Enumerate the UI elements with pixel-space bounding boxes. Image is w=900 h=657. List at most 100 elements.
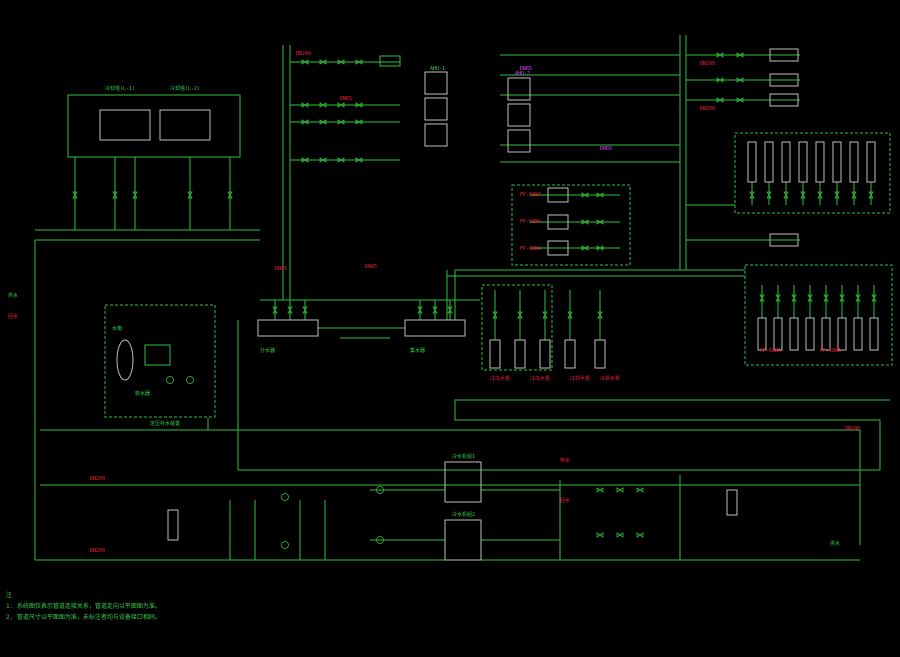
valve-body [851,191,857,199]
label: 冷水机组2 [452,511,475,518]
valve-icon [517,311,523,319]
label: 冷却塔(L-2) [170,85,200,92]
unit-icon [547,214,569,230]
valve-icon [823,294,829,302]
fcu-icon [849,141,859,183]
fcu-icon [769,73,799,87]
valve-icon [319,59,327,65]
label: DN65 [340,96,352,102]
pump-icon-box [564,339,576,369]
valve-body [302,306,308,314]
valve-icon [272,306,278,314]
valve-icon [337,102,345,108]
valve-icon [319,102,327,108]
valve-body [834,191,840,199]
valve-body [319,102,327,108]
label: DN65 [275,266,287,272]
valve-body [581,245,589,251]
fcu-icon [832,141,842,183]
valve-body [187,191,193,199]
valve-icon [301,119,309,125]
softener-icon [144,344,171,366]
valve-body [616,532,624,538]
valve-body [337,119,345,125]
valve-body [596,532,604,538]
pump-icon-box [489,339,501,369]
pump-icon [166,376,174,384]
valve-icon [616,532,624,538]
valve-body [716,97,724,103]
label: 回水 [8,313,18,320]
valve-body [417,306,423,314]
valve-body [492,311,498,319]
valve-body [759,294,765,302]
valve-icon [775,294,781,302]
valve-icon [636,487,644,493]
label: 冷却水泵 [570,375,590,382]
label: 软水器 [135,390,150,397]
valve-icon [417,306,423,314]
pump-icon [281,493,289,501]
pipe-run [40,429,861,545]
valve-body [766,191,772,199]
valve-body [749,191,755,199]
label: FP-68WA [520,246,541,252]
tank-icon [116,339,134,381]
valve-body [517,311,523,319]
valve-body [871,294,877,302]
label: 冷水机组1 [452,453,475,460]
valve-body [596,245,604,251]
valve-body [112,191,118,199]
valve-icon [301,59,309,65]
equipment-symbols [72,48,879,561]
fcu-icon [866,141,876,183]
valve-body [775,294,781,302]
label: DN200 [845,426,860,432]
label: DN200 [90,476,105,482]
valve-body [581,192,589,198]
valve-body [783,191,789,199]
valve-body [817,191,823,199]
label: DN200 [90,548,105,554]
valve-icon [319,157,327,163]
valve-icon [355,157,363,163]
fcu-icon [789,317,799,351]
valve-icon [492,311,498,319]
valve-body [716,52,724,58]
pump-icon-box [594,339,606,369]
cooling-tower-frame [67,94,241,158]
valve-icon [112,191,118,199]
label: FP-68WA [520,219,541,225]
label: 冷却塔(L-1) [105,85,135,92]
valve-body [337,59,345,65]
valve-body [319,157,327,163]
valve-icon [596,219,604,225]
fcu-icon [853,317,863,351]
pump-icon [376,536,384,544]
valve-icon [597,311,603,319]
cooling-tower-icon [159,109,211,141]
valve-body [447,306,453,314]
valve-body [736,97,744,103]
valve-icon [287,306,293,314]
valve-body [823,294,829,302]
header-vessel [257,319,319,337]
chiller-icon [444,461,482,503]
notes-line-2: 2. 管道尺寸以平面图为准，未标注者均与设备接口相同。 [6,614,161,621]
valve-icon [759,294,765,302]
valve-icon [800,191,806,199]
label: FP-68WA [820,348,841,354]
label: FP-68WA [520,192,541,198]
fcu-icon [805,317,815,351]
label: 回水 [560,497,570,504]
valve-icon [581,219,589,225]
valve-icon [596,532,604,538]
valve-icon [132,191,138,199]
valve-body [355,102,363,108]
valve-body [736,77,744,83]
valve-body [636,532,644,538]
label: DN65 [520,66,532,72]
valve-body [736,52,744,58]
valve-icon [432,306,438,314]
valve-body [301,102,309,108]
